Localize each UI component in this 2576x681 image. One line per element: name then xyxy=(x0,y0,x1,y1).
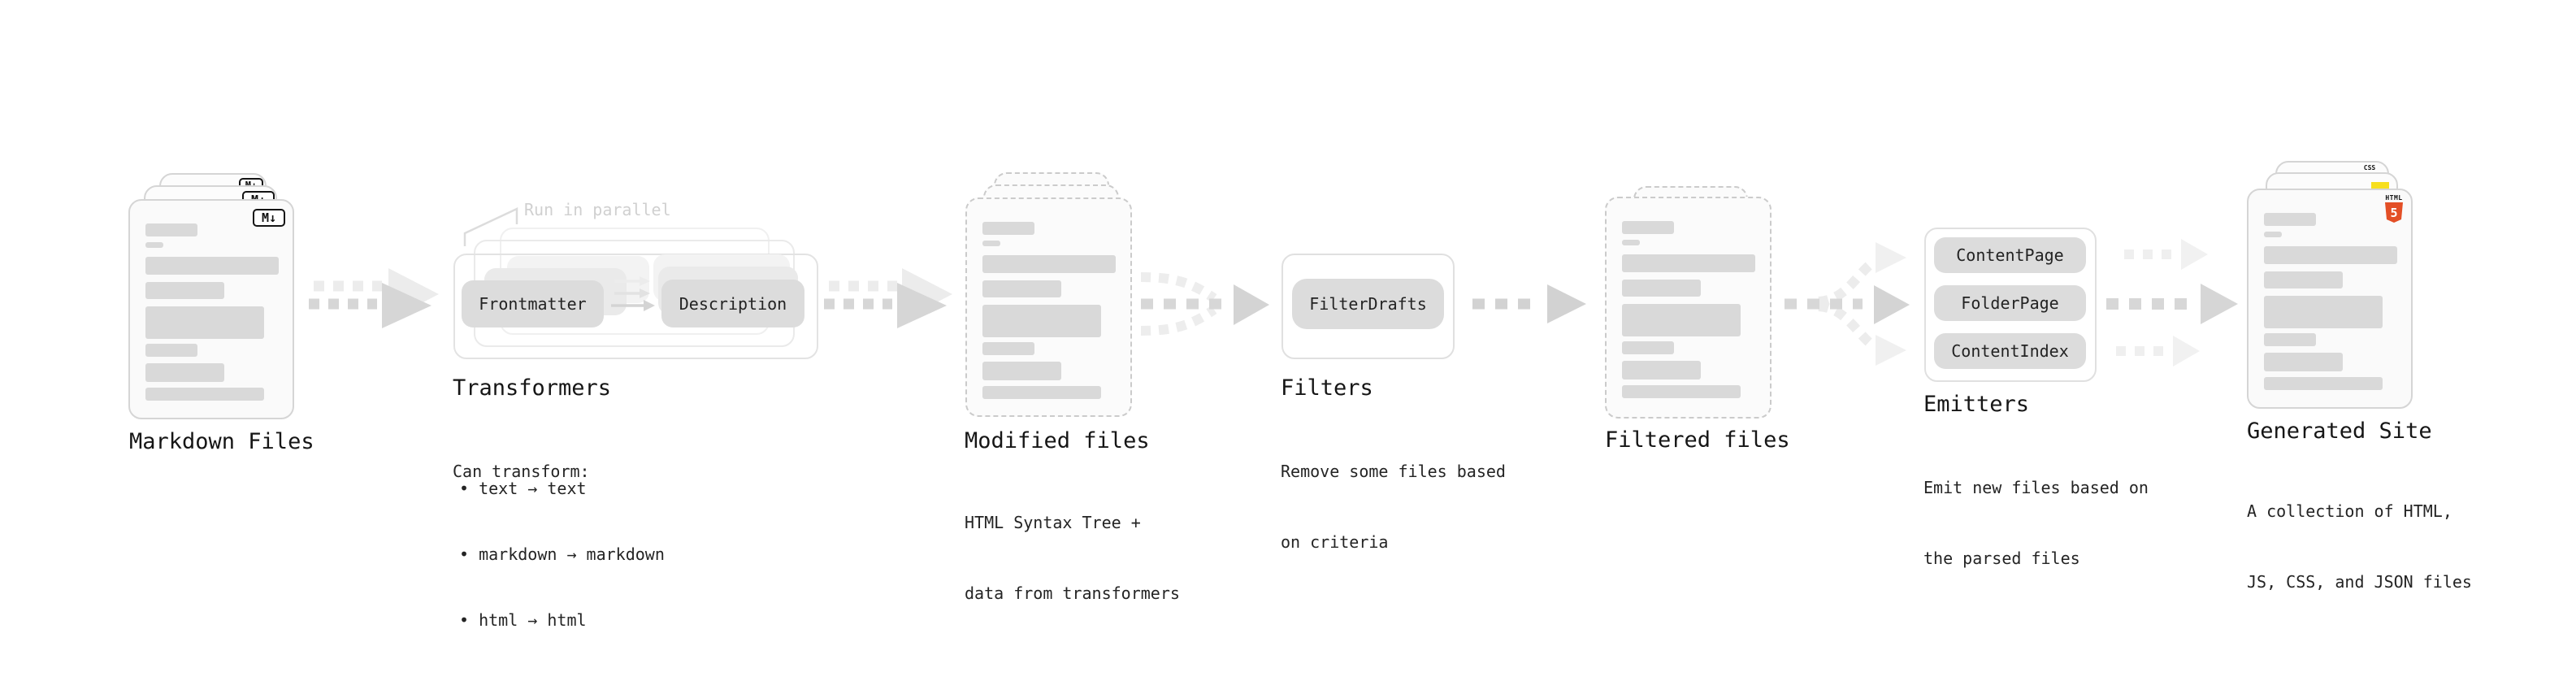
skeleton-line xyxy=(1622,304,1741,336)
modified-file-card xyxy=(965,197,1132,417)
skeleton-line xyxy=(1622,361,1701,380)
desc-line: A collection of HTML, xyxy=(2247,501,2452,521)
skeleton-line xyxy=(982,255,1116,273)
transformer-box-front xyxy=(453,254,818,359)
html5-logo-shield: 5 xyxy=(2385,202,2403,223)
file-skeleton xyxy=(130,201,293,401)
filtered-file-card xyxy=(1605,197,1772,419)
skeleton-line xyxy=(145,257,279,275)
arrow-emitters-to-site xyxy=(2106,239,2238,367)
css-logo-word: CSS xyxy=(2363,164,2376,171)
filterdrafts-pill: FilterDrafts xyxy=(1292,279,1444,329)
modified-files-title: Modified files xyxy=(965,428,1150,453)
bullet-item: • text → text xyxy=(459,479,587,498)
html5-logo-word: HTML xyxy=(2385,194,2403,202)
arrow-modified-to-filters-merge xyxy=(1140,272,1269,336)
contentindex-pill: ContentIndex xyxy=(1934,333,2086,369)
desc-line: Remove some files based xyxy=(1281,462,1506,481)
arrow-markdown-to-transformers xyxy=(309,268,439,328)
skeleton-line xyxy=(2264,296,2383,328)
skeleton-line xyxy=(2264,246,2397,264)
markdown-logo-icon: M↓ xyxy=(253,209,285,227)
desc-line: the parsed files xyxy=(1923,549,2080,568)
skeleton-line xyxy=(2264,353,2343,371)
run-in-parallel-label: Run in parallel xyxy=(524,200,671,219)
markdown-file-card: M↓ xyxy=(128,199,294,419)
skeleton-line xyxy=(982,342,1034,355)
file-skeleton xyxy=(1607,198,1770,398)
skeleton-line xyxy=(982,305,1101,337)
skeleton-line xyxy=(1622,240,1640,245)
frontmatter-pill: Frontmatter xyxy=(462,280,604,327)
skeleton-line xyxy=(982,280,1061,297)
bullet-item: • markdown → markdown xyxy=(459,544,665,564)
skeleton-line xyxy=(982,362,1061,380)
skeleton-line xyxy=(2264,232,2282,237)
emitters-title: Emitters xyxy=(1923,392,2030,417)
skeleton-line xyxy=(1622,254,1755,272)
file-skeleton xyxy=(2249,190,2411,390)
generated-site-title: Generated Site xyxy=(2247,419,2432,444)
skeleton-line xyxy=(1622,280,1701,297)
desc-line: on criteria xyxy=(1281,532,1389,552)
filters-description: Remove some files based on criteria xyxy=(1281,413,1506,601)
skeleton-line xyxy=(1622,221,1674,234)
skeleton-line xyxy=(2264,377,2383,390)
file-skeleton xyxy=(967,199,1130,399)
skeleton-line xyxy=(982,222,1034,235)
transformers-description: Can transform: xyxy=(453,413,590,531)
skeleton-line xyxy=(145,363,224,382)
transformers-desc-heading: Can transform: xyxy=(453,462,590,481)
site-file-card: HTML 5 xyxy=(2247,189,2413,409)
skeleton-line xyxy=(1622,341,1674,354)
generated-site-description: A collection of HTML, JS, CSS, and JSON … xyxy=(2247,453,2472,641)
skeleton-line xyxy=(2264,333,2316,346)
html5-logo-icon: HTML 5 xyxy=(2383,194,2405,223)
desc-line: HTML Syntax Tree + xyxy=(965,513,1141,532)
filtered-files-title: Filtered files xyxy=(1605,427,1790,453)
markdown-files-title: Markdown Files xyxy=(129,429,314,454)
modified-files-description: HTML Syntax Tree + data from transformer… xyxy=(965,464,1180,653)
skeleton-line xyxy=(145,306,264,339)
arrow-filters-to-filtered xyxy=(1472,284,1586,323)
skeleton-line xyxy=(145,344,197,357)
desc-line: JS, CSS, and JSON files xyxy=(2247,572,2472,592)
desc-line: data from transformers xyxy=(965,583,1180,603)
arrow-transformers-to-modified xyxy=(824,268,952,328)
contentpage-pill: ContentPage xyxy=(1934,237,2086,273)
skeleton-line xyxy=(145,282,224,299)
skeleton-line xyxy=(2264,213,2316,226)
skeleton-line xyxy=(2264,271,2343,288)
transformers-title: Transformers xyxy=(453,375,612,401)
skeleton-line xyxy=(145,242,163,248)
description-pill: Description xyxy=(661,280,804,327)
skeleton-line xyxy=(145,223,197,236)
arrow-filtered-to-emitters-fanout xyxy=(1785,242,1910,366)
skeleton-line xyxy=(145,388,264,401)
bullet-item: • html → html xyxy=(459,610,587,630)
emitters-description: Emit new files based on the parsed files xyxy=(1923,429,2149,618)
filters-title: Filters xyxy=(1281,375,1373,401)
skeleton-line xyxy=(982,386,1101,399)
desc-line: Emit new files based on xyxy=(1923,478,2149,497)
skeleton-line xyxy=(1622,385,1741,398)
transformers-bullets: • text → text • markdown → markdown • ht… xyxy=(459,434,665,675)
folderpage-pill: FolderPage xyxy=(1934,285,2086,321)
skeleton-line xyxy=(982,241,1000,246)
